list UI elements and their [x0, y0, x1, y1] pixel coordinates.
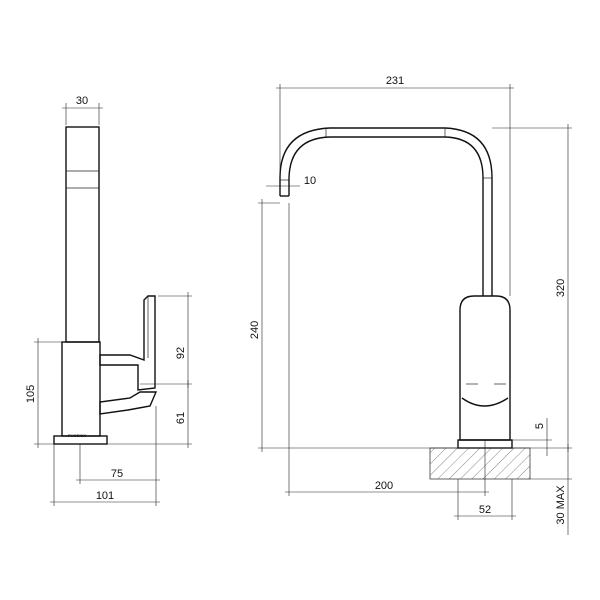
- dim-plate: 5: [534, 423, 546, 429]
- dim-base-diameter: 52: [479, 504, 491, 516]
- dim-depth-handle: 75: [111, 468, 123, 480]
- dim-overall-height: 320: [555, 279, 567, 297]
- front-handle: [461, 397, 509, 407]
- side-view: PHOENIX 30 92 61 105 75 101: [25, 95, 192, 506]
- side-handle-lever: [99, 295, 156, 391]
- dim-depth-total: 101: [96, 490, 114, 502]
- dim-projection: 200: [375, 480, 393, 492]
- front-body: [459, 295, 511, 441]
- dim-height-handle: 92: [175, 347, 187, 359]
- side-handle-lower: [99, 391, 158, 415]
- dim-spout-height: 240: [249, 321, 261, 339]
- spout-inner: [288, 136, 484, 296]
- dim-bench-thickness: 30 MAX: [555, 485, 567, 525]
- brand-label: PHOENIX: [68, 433, 86, 438]
- side-body-column: [65, 126, 100, 343]
- dim-height-lower: 61: [175, 412, 187, 424]
- spout-outer: [279, 127, 493, 296]
- dim-width-top: 30: [76, 95, 88, 107]
- front-view: 231 10 240 320 5 200 52 30 MAX: [249, 75, 572, 535]
- side-base-plate: [53, 435, 108, 445]
- side-lower-body: [61, 341, 101, 437]
- bench-section: [429, 447, 531, 480]
- dim-height-base: 105: [25, 385, 37, 403]
- dim-reach: 231: [386, 75, 404, 87]
- dim-spout-drop: 10: [304, 175, 316, 187]
